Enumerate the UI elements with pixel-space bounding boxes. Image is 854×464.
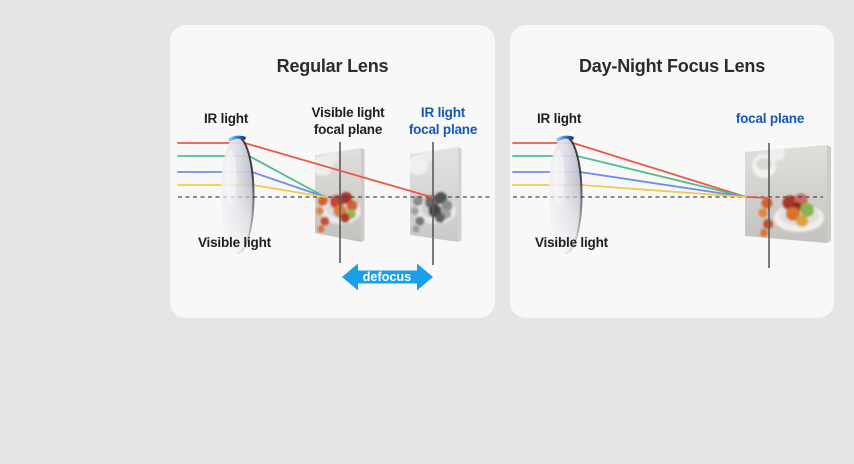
visible-focal-plane-label-line2: focal plane bbox=[313, 121, 383, 137]
visible-light-label: Visible light bbox=[535, 235, 608, 250]
panel-title: Day-Night Focus Lens bbox=[578, 56, 766, 76]
regular-lens-diagram bbox=[177, 135, 490, 291]
defocus-arrow bbox=[342, 263, 433, 291]
ir-focal-plane-label-line1: IR light bbox=[420, 105, 466, 120]
day-night-focus-lens-card: Day-Night Focus Lens IR light focal plan… bbox=[510, 25, 834, 318]
day-night-lens-diagram bbox=[512, 135, 831, 268]
ir-light-label: IR light bbox=[204, 111, 249, 126]
defocus-label: defocus bbox=[362, 270, 412, 284]
ir-focal-plane-label-line2: focal plane bbox=[408, 121, 478, 137]
lens-graphic bbox=[220, 135, 255, 254]
lens-graphic bbox=[548, 135, 583, 254]
ir-focal-plane-label: IR light focal plane bbox=[408, 105, 478, 138]
panel-title: Regular Lens bbox=[276, 56, 389, 76]
visible-focal-plane-label: Visible light focal plane bbox=[312, 105, 385, 138]
ir-light-ray-red bbox=[177, 142, 434, 199]
ir-focus-image bbox=[410, 147, 462, 242]
focal-plane-label: focal plane bbox=[735, 111, 805, 126]
ir-light-label: IR light bbox=[537, 111, 582, 126]
ir-light-ray-red bbox=[512, 142, 770, 199]
regular-lens-card: Regular Lens IR light Visible light foca… bbox=[170, 25, 495, 318]
visible-light-label: Visible light bbox=[198, 235, 271, 250]
focused-image bbox=[745, 145, 831, 243]
visible-focal-plane-label-line1: Visible light bbox=[311, 105, 385, 120]
